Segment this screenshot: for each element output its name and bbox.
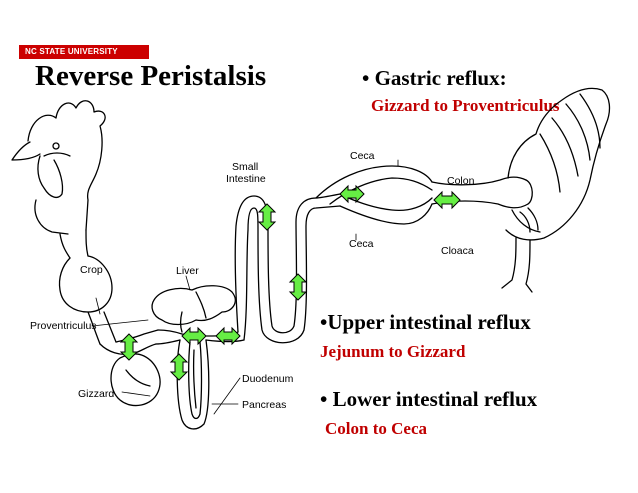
label-ceca-top: Ceca xyxy=(350,150,375,162)
reflux-arrow-small-intestine-lower xyxy=(288,273,308,301)
label-proventriculus: Proventriculus xyxy=(30,320,97,332)
liver-outline xyxy=(151,285,236,326)
reflux-arrow-jejunum xyxy=(215,326,241,346)
label-colon: Colon xyxy=(447,175,475,187)
ceca-lower-outline xyxy=(339,193,433,225)
label-small-intestine-line1: Small xyxy=(232,161,259,173)
rooster-body-outline xyxy=(505,87,611,241)
label-liver: Liver xyxy=(176,265,199,277)
slide-title: Reverse Peristalsis xyxy=(35,60,267,92)
label-ceca-bottom: Ceca xyxy=(349,238,374,250)
label-cloaca: Cloaca xyxy=(441,245,474,257)
bullet-gastric-detail: Gizzard to Proventriculus xyxy=(371,96,560,115)
bullet-lower-detail: Colon to Ceca xyxy=(325,419,427,438)
bullet-upper-intestinal-reflux: •Upper intestinal reflux xyxy=(320,310,531,334)
label-pancreas: Pancreas xyxy=(242,399,287,411)
university-badge: NC STATE UNIVERSITY xyxy=(19,45,149,59)
rooster-leg-outline xyxy=(501,237,533,293)
label-crop: Crop xyxy=(80,264,103,276)
reflux-arrow-gizzard-right xyxy=(181,326,207,346)
small-intestine-outline xyxy=(234,193,341,334)
bullet-upper-detail: Jejunum to Gizzard xyxy=(320,342,466,361)
rooster-head-outline xyxy=(27,100,106,231)
reflux-arrow-colon xyxy=(433,190,461,210)
label-duodenum: Duodenum xyxy=(242,373,294,385)
pancreas-outline xyxy=(192,349,197,409)
ceca-upper-outline xyxy=(315,165,433,205)
reflux-arrow-small-intestine-upper xyxy=(257,203,277,231)
gizzard-outline xyxy=(110,353,161,407)
label-small-intestine-line2: Intestine xyxy=(226,173,266,185)
label-gizzard: Gizzard xyxy=(78,388,115,400)
bullet-lower-intestinal-reflux: • Lower intestinal reflux xyxy=(320,387,538,411)
reflux-arrow-ceca xyxy=(339,184,365,204)
reflux-arrow-proventriculus xyxy=(119,333,139,361)
bullet-gastric-reflux: • Gastric reflux: xyxy=(362,66,507,90)
reflux-arrow-duodenum xyxy=(169,353,189,381)
